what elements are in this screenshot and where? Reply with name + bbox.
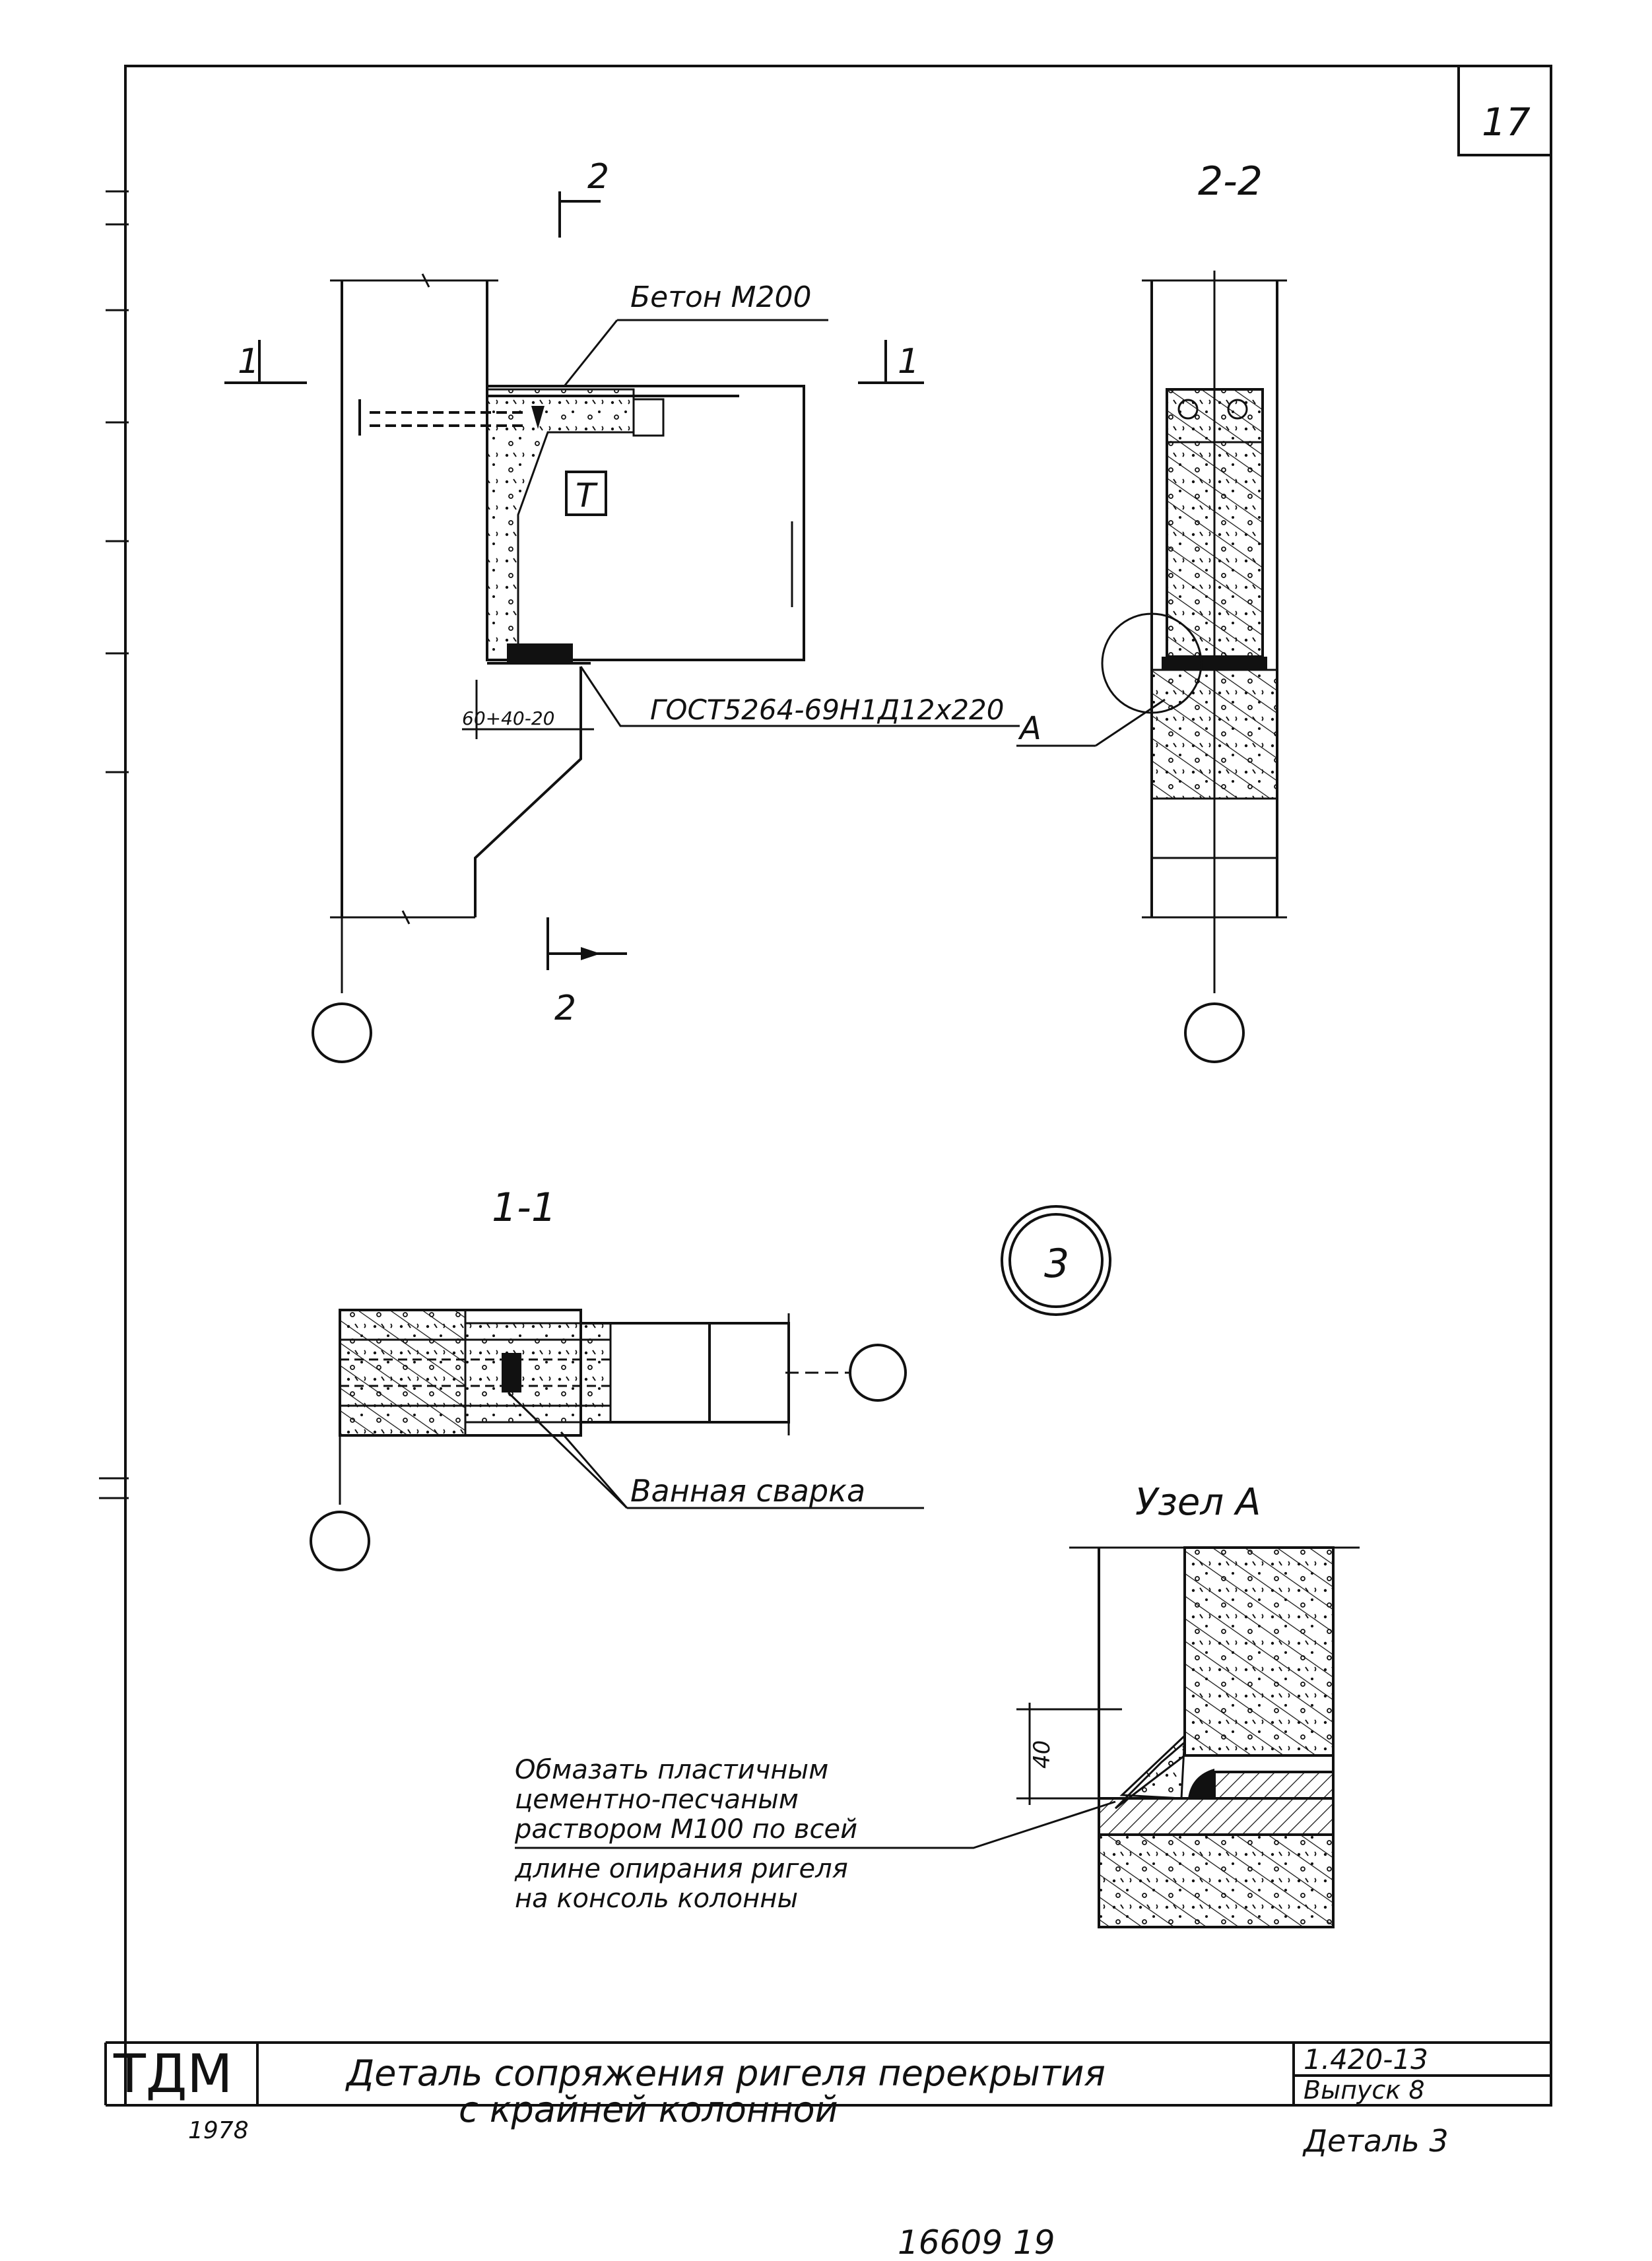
year: 1978: [188, 2117, 249, 2144]
title-line-1: Деталь сопряжения ригеля перекрытия: [345, 2052, 1106, 2094]
node-a-title: Узел А: [1135, 1481, 1261, 1524]
note-line-2: цементно-песчаным: [515, 1785, 799, 1815]
section-mark-1-left: 1: [238, 342, 259, 381]
detail-circle: [1001, 1205, 1111, 1316]
elevation-view: [224, 191, 1020, 1063]
section-2-2-view: [1016, 271, 1287, 1063]
detail-number: Деталь 3: [1302, 2123, 1449, 2159]
dim-40: 40: [1029, 1740, 1055, 1769]
section-1-1-view: [310, 1309, 924, 1571]
section-1-1-title: 1-1: [492, 1185, 556, 1231]
org-logo-text: ТДМ: [113, 2043, 232, 2105]
title-block: [104, 2041, 1551, 2107]
bottom-number: 16609 19: [898, 2223, 1055, 2261]
bath-welding-label: Ванная сварка: [630, 1473, 865, 1509]
section-mark-2-top: 2: [587, 157, 609, 197]
section-mark-2-bottom: 2: [554, 989, 576, 1028]
note-line-1: Обмазать пластичным: [515, 1755, 828, 1785]
section-mark-1-right: 1: [898, 342, 919, 381]
t-mark: Т: [576, 476, 598, 515]
node-a-view: [515, 1546, 1360, 1928]
gost-label: ГОСТ5264-69Н1Д12х220: [650, 694, 1005, 726]
note-line-4: длине опирания ригеля: [514, 1854, 848, 1884]
series-number: 1.420-13: [1304, 2043, 1428, 2076]
concrete-label: Бетон М200: [630, 280, 812, 314]
title-line-2: с крайней колонной: [459, 2089, 838, 2130]
note-line-3: раствором М100 по всей: [514, 1814, 857, 1845]
section-2-2-title: 2-2: [1198, 158, 1263, 205]
dimension-label: 60+40-20: [462, 707, 554, 729]
issue-number: Выпуск 8: [1304, 2076, 1425, 2105]
page-number: 17: [1482, 100, 1531, 145]
gost-letter: А: [1018, 710, 1041, 747]
note-line-5: на консоль колонны: [515, 1884, 798, 1914]
detail-circle-number: 3: [1044, 1241, 1069, 1287]
